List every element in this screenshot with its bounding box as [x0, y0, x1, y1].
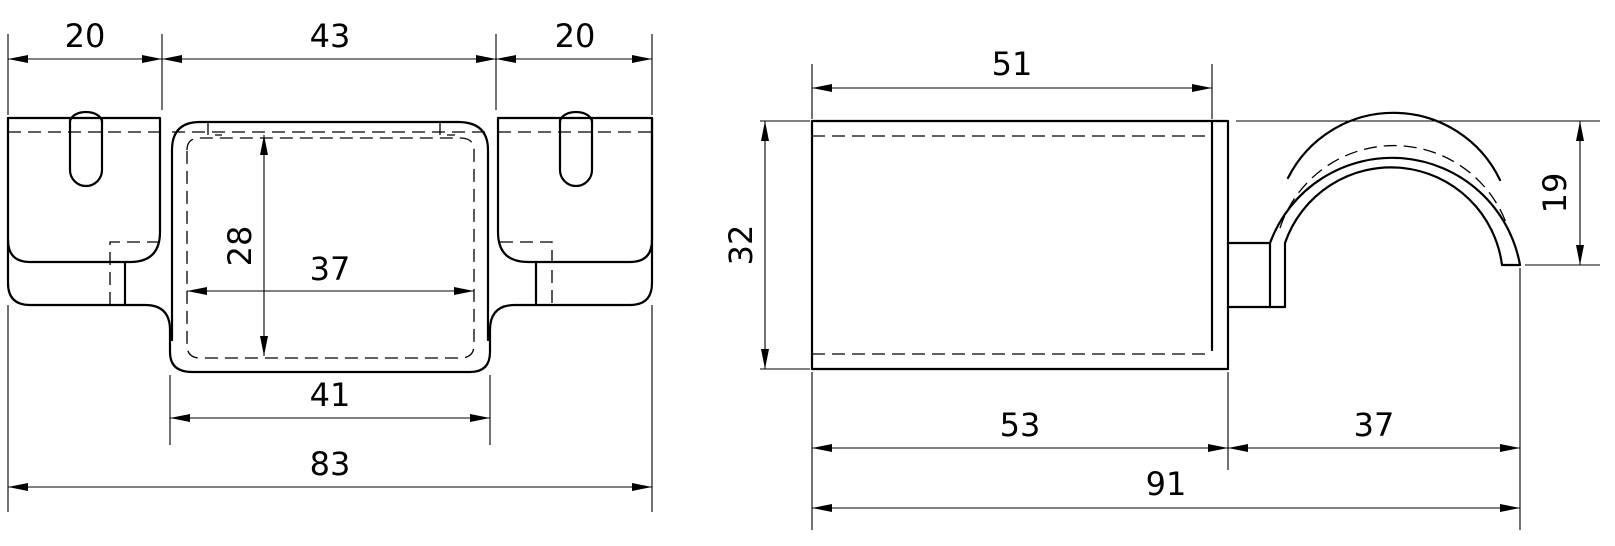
side-view: 51 32 19 53 37 91: [722, 45, 1600, 530]
dim-pocket-outer-width: 41: [310, 376, 351, 414]
dim-left-flange-width: 20: [65, 17, 106, 55]
dim-body-length: 53: [1000, 406, 1041, 444]
clip-arc: [1268, 156, 1522, 309]
dim-pocket-inner-width: 37: [310, 250, 351, 288]
dim-pocket-height: 28: [221, 226, 259, 267]
front-view: 20 43 20 28 37 41 83: [6, 17, 654, 512]
right-slot: [558, 118, 594, 188]
dim-height: 32: [722, 225, 760, 266]
left-slot: [68, 118, 104, 188]
front-view-outline: [6, 116, 654, 374]
dim-top-length: 51: [992, 45, 1033, 83]
dim-overall-width: 83: [310, 445, 351, 483]
side-view-body: [810, 119, 1230, 371]
dim-center-span: 43: [310, 17, 351, 55]
dim-clip-length: 37: [1354, 406, 1395, 444]
dim-overall-length: 91: [1146, 465, 1187, 503]
dim-right-flange-width: 20: [555, 17, 596, 55]
dim-clip-height: 19: [1536, 173, 1574, 214]
